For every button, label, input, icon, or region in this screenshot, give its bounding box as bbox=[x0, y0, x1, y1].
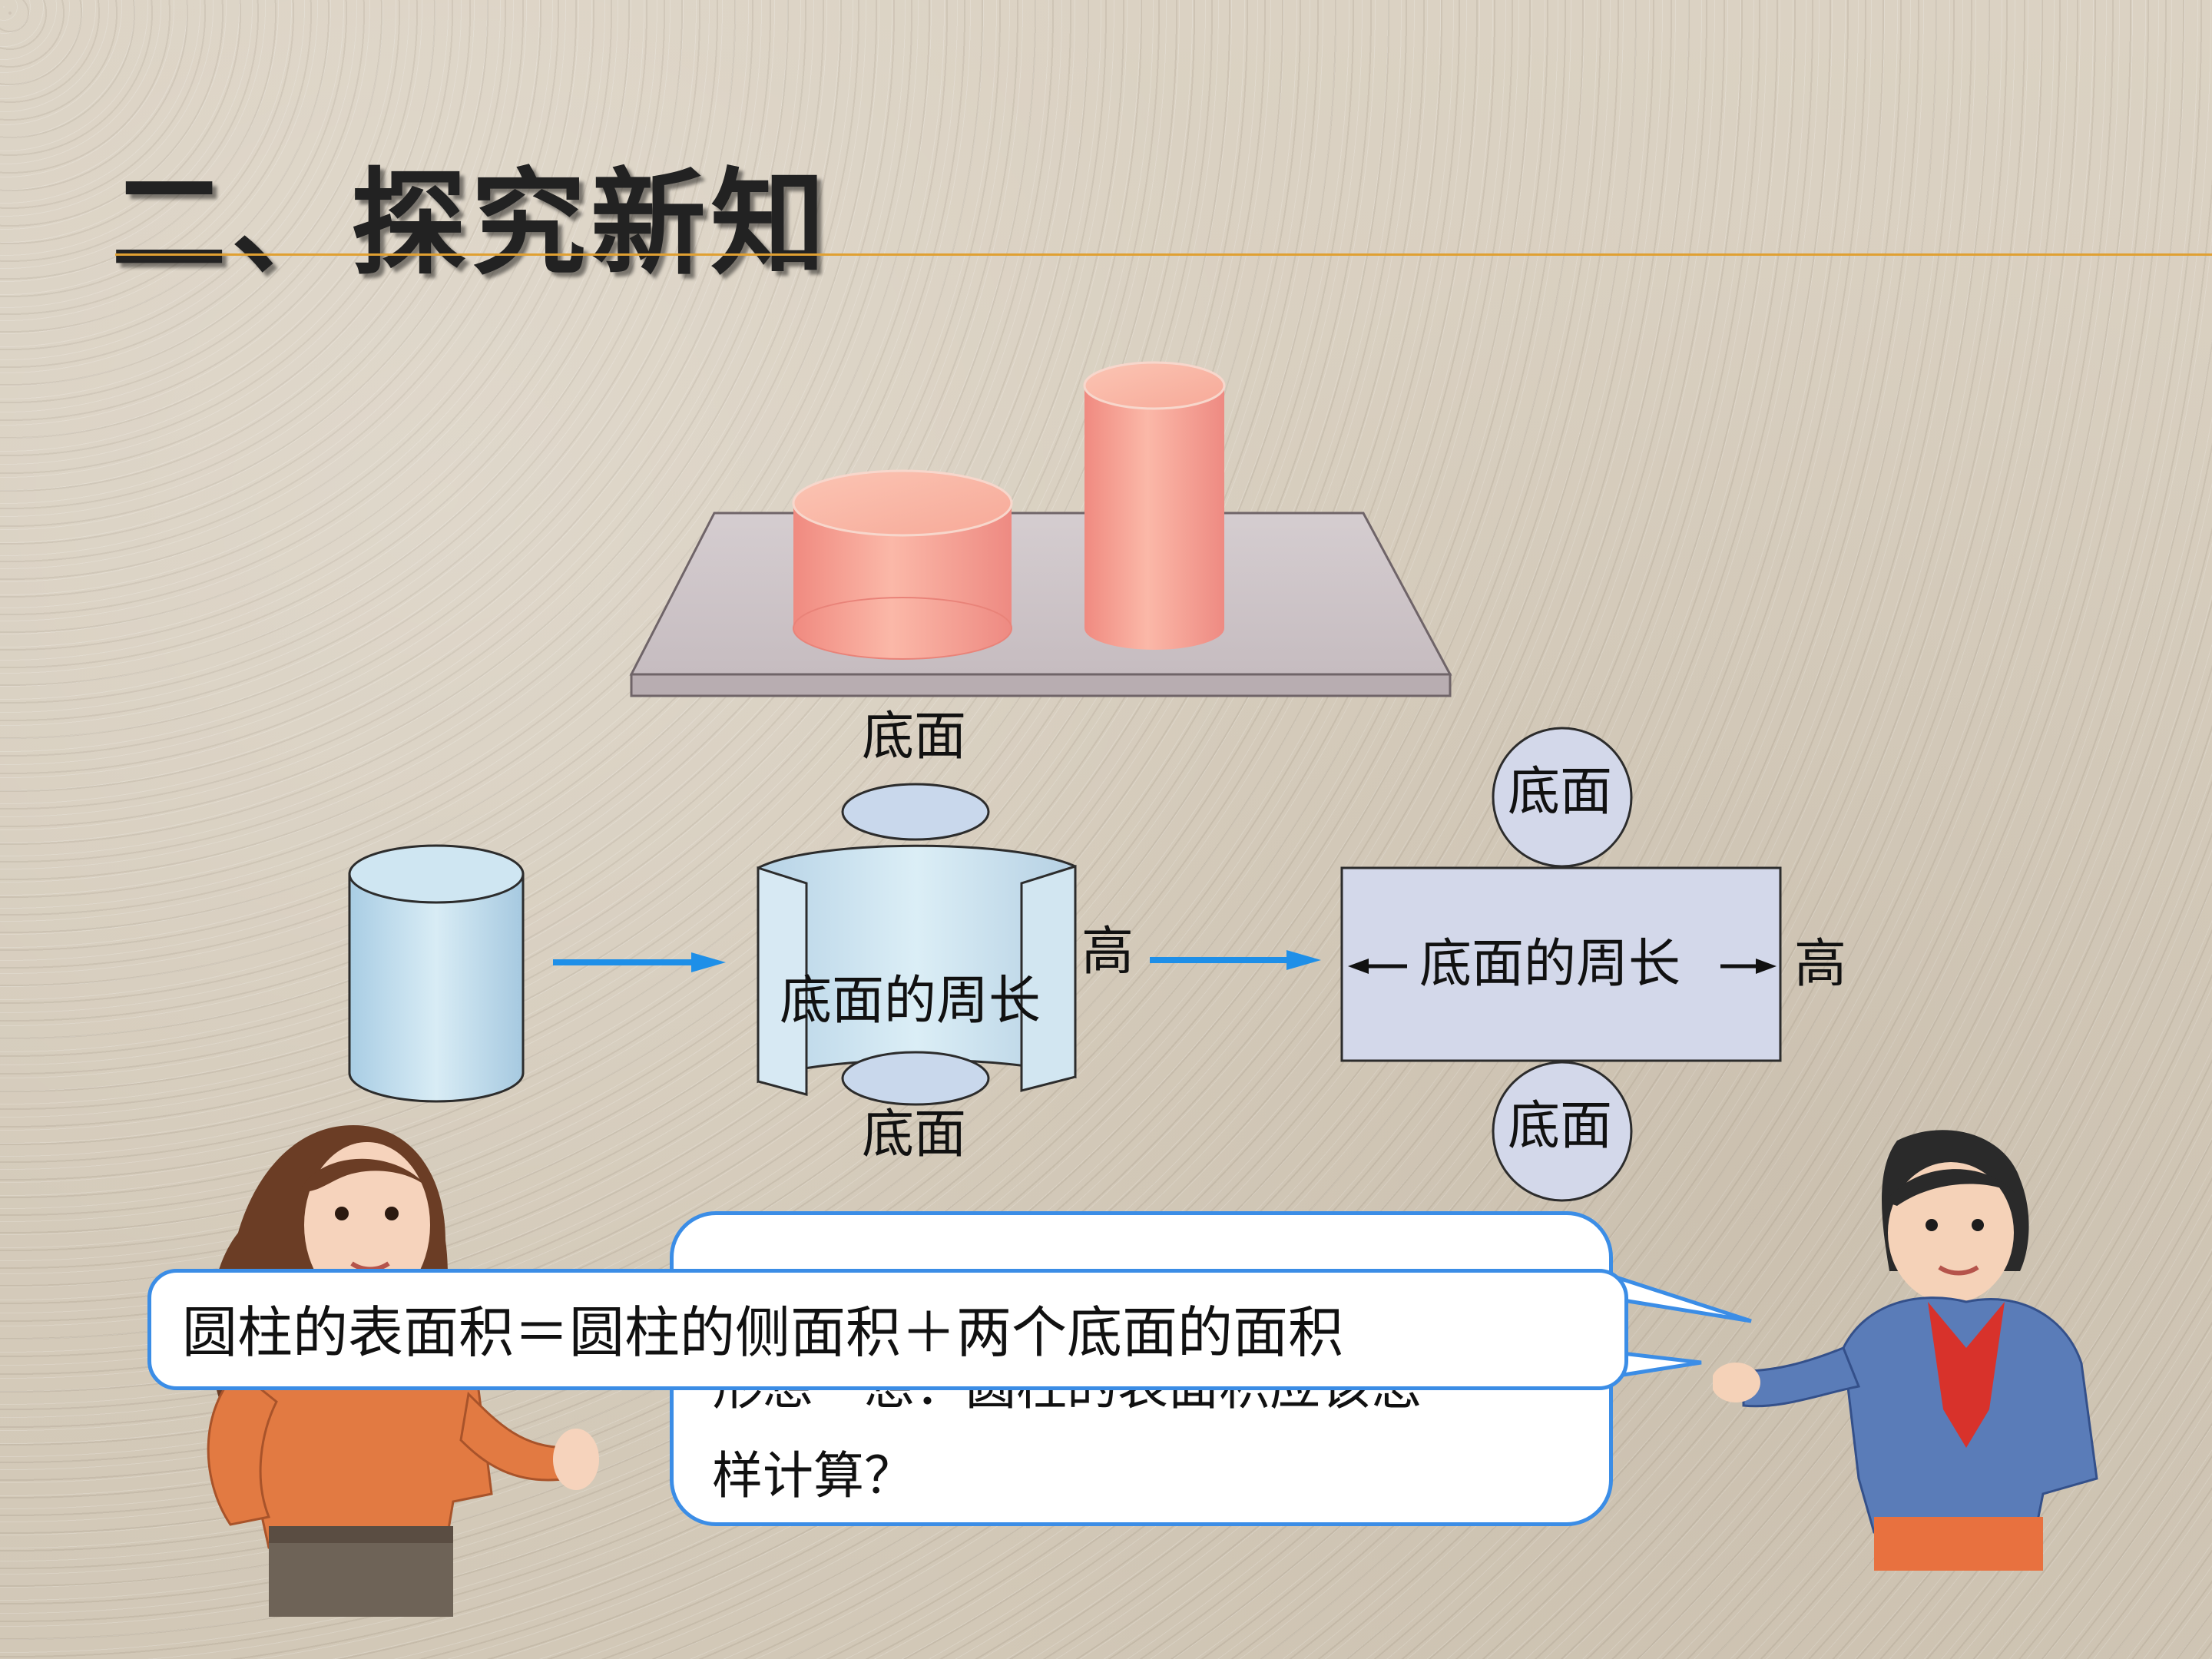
label-net-base-bottom: 底面 bbox=[1508, 1096, 1613, 1157]
net-bottom-circle bbox=[1492, 1061, 1633, 1202]
label-height-mid: 高 bbox=[1081, 922, 1134, 982]
label-base-bottom: 底面 bbox=[862, 1104, 967, 1165]
formula-speech-bubble: 圆柱的表面积＝圆柱的侧面积＋两个底面的面积 bbox=[147, 1269, 1628, 1390]
left-sheet-fold bbox=[757, 866, 808, 1096]
arrow-cylinder-to-unrolled bbox=[553, 952, 726, 972]
cylinder-net bbox=[1340, 727, 1782, 1202]
label-net-height: 高 bbox=[1794, 934, 1847, 995]
tray-front bbox=[630, 673, 1452, 697]
label-circumference-mid: 底面的周长 bbox=[780, 971, 1041, 1031]
net-top-circle bbox=[1492, 727, 1633, 868]
question-line-3: 样计算？ bbox=[712, 1446, 915, 1505]
formula-text: 圆柱的表面积＝圆柱的侧面积＋两个底面的面积 bbox=[182, 1300, 1344, 1365]
bottom-base-disk bbox=[841, 1051, 990, 1106]
label-net-base-top: 底面 bbox=[1508, 762, 1613, 823]
title-underline bbox=[115, 253, 2212, 256]
blue-cylinder bbox=[348, 844, 525, 1103]
wide-short-cylinder bbox=[792, 469, 1013, 660]
tray-with-cylinders bbox=[629, 361, 1452, 697]
net-rectangle bbox=[1340, 866, 1782, 1062]
top-base-disk bbox=[841, 783, 990, 841]
tray-top bbox=[629, 512, 1452, 676]
label-base-top: 底面 bbox=[862, 707, 967, 767]
arrow-unrolled-to-net bbox=[1150, 950, 1321, 970]
page-title: 二、探究新知 bbox=[111, 157, 831, 291]
unrolling-cylinder bbox=[757, 783, 1077, 1106]
tall-narrow-cylinder bbox=[1083, 361, 1226, 650]
label-net-circumference: 底面的周长 bbox=[1419, 934, 1681, 995]
boy-illustration bbox=[1713, 1130, 2098, 1571]
right-sheet-fold bbox=[1020, 864, 1077, 1092]
